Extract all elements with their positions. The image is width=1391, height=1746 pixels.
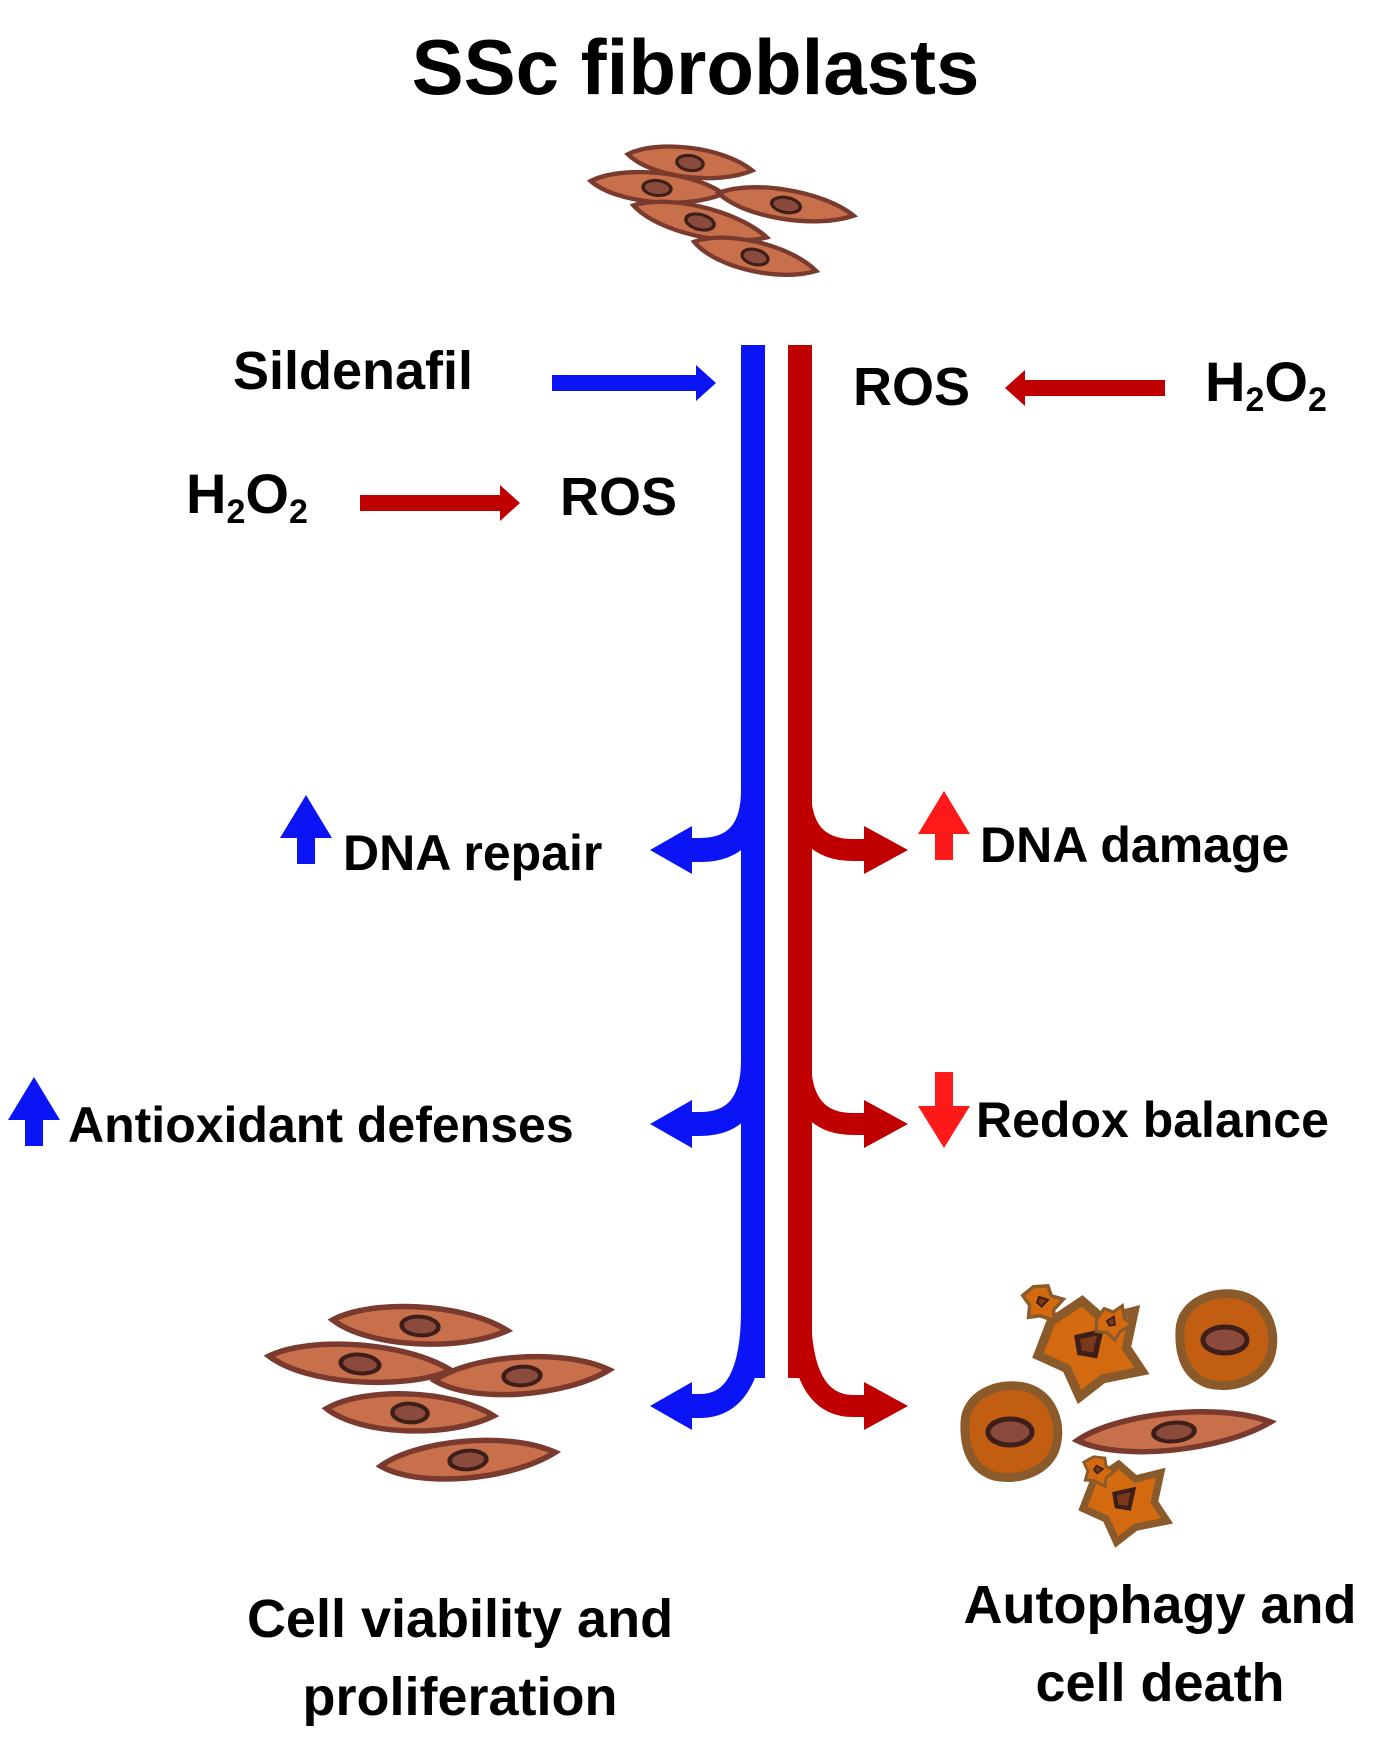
sildenafil-label: Sildenafil xyxy=(233,341,474,401)
blue-arrowhead-3 xyxy=(650,1382,692,1430)
red-arrowhead-1 xyxy=(864,826,908,874)
h2o2-right-label: H2O2 xyxy=(1205,350,1327,419)
h2o2-right-arrow xyxy=(1005,370,1165,406)
healthy-fibroblasts-icon xyxy=(268,1301,611,1484)
ros-right-label: ROS xyxy=(853,357,971,417)
red-arrowhead-3 xyxy=(864,1382,908,1430)
ros-left-label: ROS xyxy=(560,467,678,527)
blue-arrowhead-1 xyxy=(650,826,692,874)
dna-damage-label: DNA damage xyxy=(980,817,1290,873)
up-arrow-icon xyxy=(280,795,332,864)
down-arrow-icon xyxy=(918,1072,970,1148)
dying-cells-icon xyxy=(965,1275,1273,1542)
cell-viability-line1: Cell viability and xyxy=(246,1589,674,1649)
blue-pathway xyxy=(650,345,765,1430)
redox-balance-label: Redox balance xyxy=(976,1092,1329,1148)
up-arrow-icon xyxy=(8,1077,60,1146)
blue-arrowhead-2 xyxy=(650,1100,692,1148)
sildenafil-arrow xyxy=(552,365,716,401)
dna-repair-label: DNA repair xyxy=(343,825,603,881)
top-fibroblast-cluster-icon xyxy=(589,139,856,286)
autophagy-line1: Autophagy and xyxy=(963,1575,1357,1635)
cell-viability-outcome: Cell viability and proliferation xyxy=(200,1580,720,1737)
diagram-title: SSc fibroblasts xyxy=(411,23,980,111)
cell-viability-line2: proliferation xyxy=(302,1667,618,1728)
up-arrow-icon xyxy=(918,791,970,860)
red-pathway xyxy=(788,345,908,1430)
autophagy-line2: cell death xyxy=(1035,1653,1285,1714)
autophagy-outcome: Autophagy and cell death xyxy=(930,1566,1390,1723)
antioxidant-defenses-label: Antioxidant defenses xyxy=(68,1097,574,1153)
h2o2-left-label: H2O2 xyxy=(186,462,308,531)
h2o2-left-arrow xyxy=(360,485,520,521)
red-arrowhead-2 xyxy=(864,1100,908,1148)
